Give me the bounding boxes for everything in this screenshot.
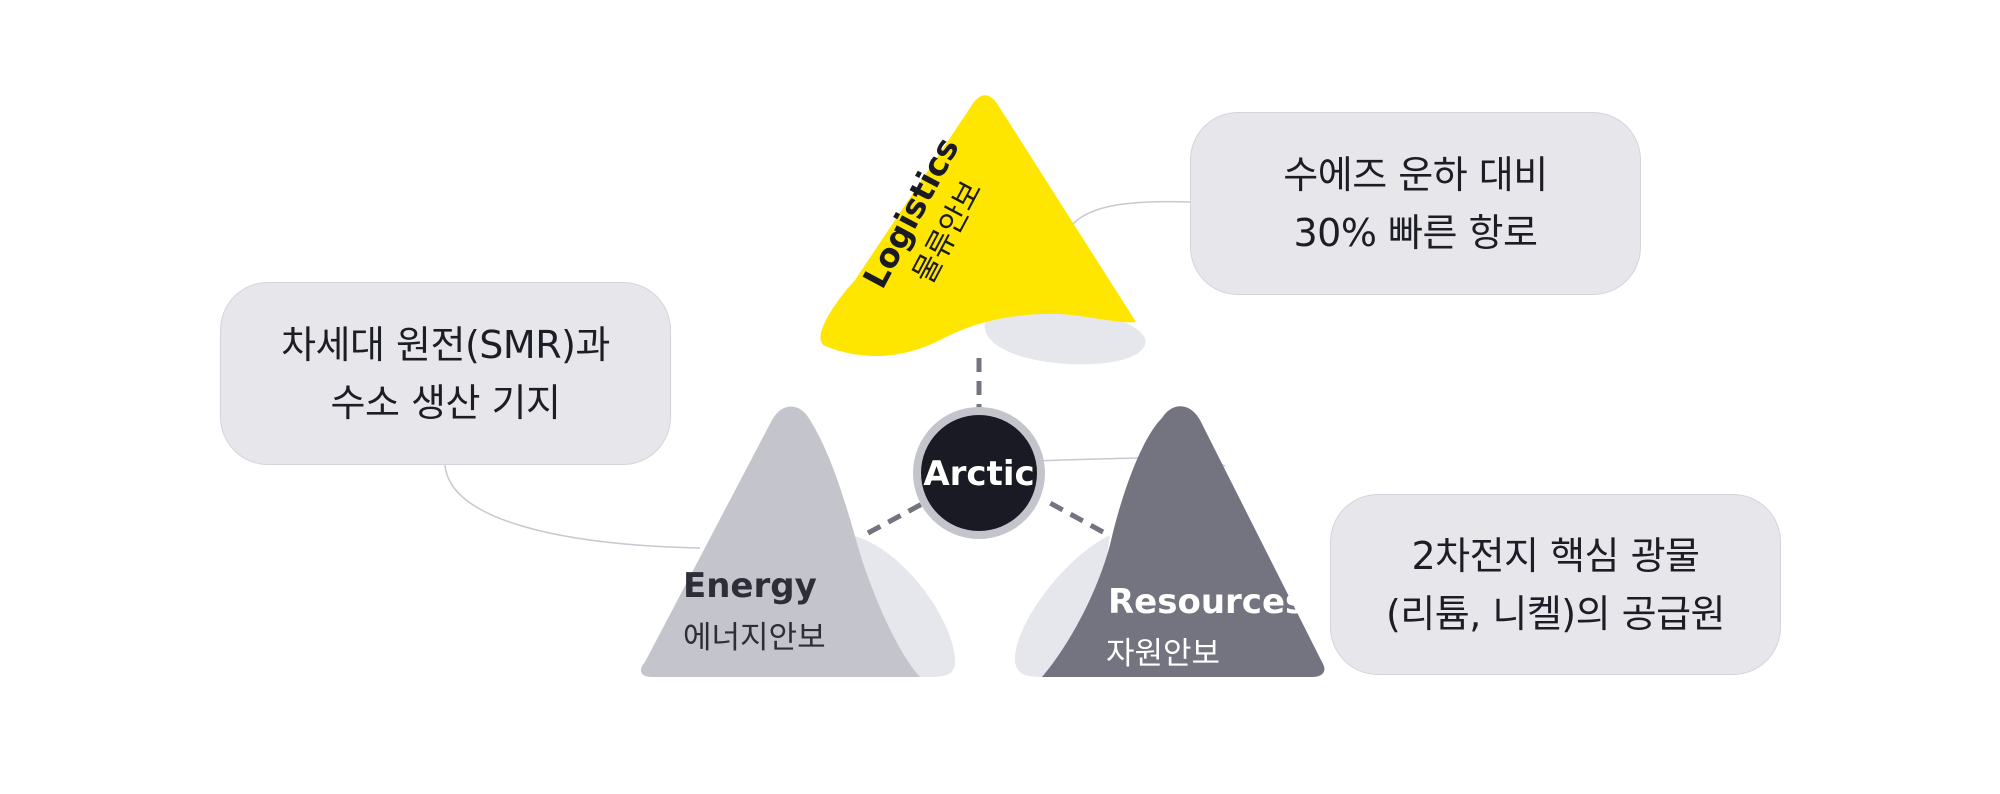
- bubble-resources-line2: (리튬, 니켈)의 공급원: [1385, 591, 1726, 636]
- bubble-energy: 차세대 원전(SMR)과 수소 생산 기지: [220, 282, 671, 465]
- bubble-energy-line1: 차세대 원전(SMR)과: [281, 322, 610, 367]
- peak-logistics-shadow: [984, 310, 1146, 365]
- peak-resources-title: Resources: [1108, 582, 1305, 622]
- bubble-logistics: 수에즈 운하 대비 30% 빠른 항로: [1190, 112, 1641, 295]
- peak-energy-title: Energy: [683, 566, 817, 606]
- center-label: Arctic: [923, 454, 1034, 494]
- bubble-energy-line2: 수소 생산 기지: [330, 380, 561, 425]
- bubble-logistics-line1: 수에즈 운하 대비: [1283, 152, 1548, 197]
- bubble-resources: 2차전지 핵심 광물 (리튬, 니켈)의 공급원: [1330, 494, 1781, 675]
- peak-resources: Resources 자원안보: [1014, 406, 1325, 677]
- peak-resources-shape: [1042, 406, 1325, 677]
- peak-energy-shadow: [850, 535, 955, 677]
- peak-logistics: Logistics 물류안보: [820, 95, 1146, 365]
- dashed-connector-energy: [866, 501, 924, 536]
- connector-curve-energy: [444, 464, 701, 549]
- dashed-connector-resources: [1048, 500, 1105, 535]
- peak-energy-subtitle: 에너지안보: [683, 620, 826, 656]
- peak-energy-shape: [640, 406, 920, 677]
- center-node: Arctic: [913, 407, 1045, 539]
- bubble-logistics-line2: 30% 빠른 항로: [1293, 210, 1538, 255]
- peak-logistics-shape: [820, 95, 1136, 357]
- peak-energy: Energy 에너지안보: [640, 406, 955, 677]
- connector-curve-logistics: [1071, 200, 1191, 226]
- bubble-resources-line1: 2차전지 핵심 광물: [1411, 533, 1700, 578]
- peak-resources-subtitle: 자원안보: [1106, 636, 1220, 672]
- center-disc: [921, 415, 1037, 531]
